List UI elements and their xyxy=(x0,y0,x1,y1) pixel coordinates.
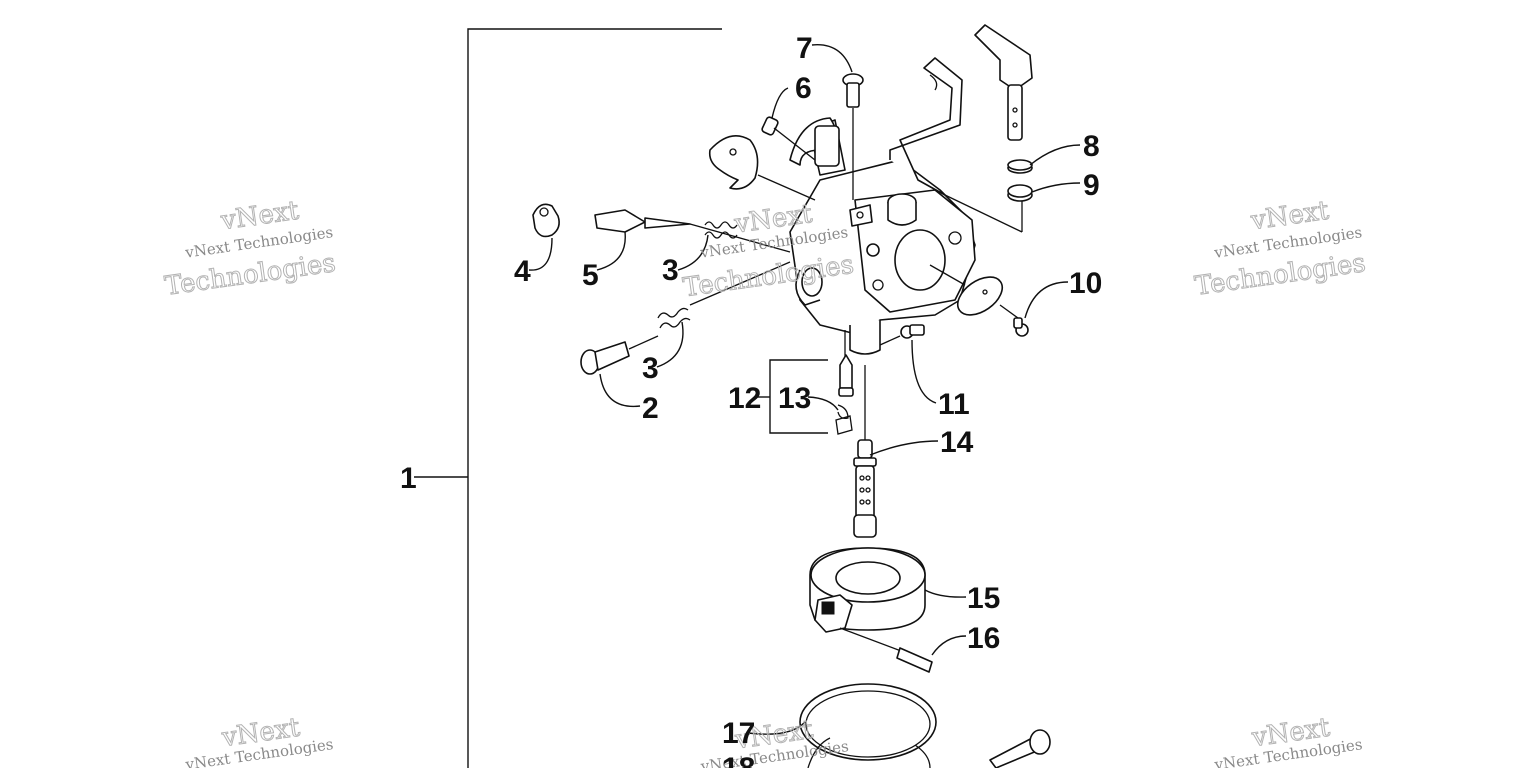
callout-14: 14 xyxy=(940,426,974,459)
leader-lines xyxy=(528,44,1081,735)
drain-screw xyxy=(989,729,1051,768)
needle-valve-13 xyxy=(835,330,854,435)
carburetor-body xyxy=(789,117,976,355)
callout-8: 8 xyxy=(1083,130,1100,163)
callout-12: 12 xyxy=(728,382,761,415)
seal-9 xyxy=(1007,184,1033,202)
callout-10: 10 xyxy=(1069,267,1102,300)
callout-15: 15 xyxy=(967,582,1000,615)
callout-5: 5 xyxy=(582,259,599,292)
watermark-right-top: vNext vNext Technologies Technologies xyxy=(1192,195,1368,302)
callout-3-lower: 3 xyxy=(642,352,659,385)
callout-17: 17 xyxy=(722,717,755,750)
emulsion-tube-14 xyxy=(853,365,877,538)
callout-13: 13 xyxy=(778,382,811,415)
callout-labels: 1 2 3 3 4 5 6 7 8 9 10 11 12 13 14 15 16… xyxy=(400,32,1102,768)
spring-3-lower xyxy=(657,261,791,329)
callout-16: 16 xyxy=(967,622,1000,655)
callout-3-upper: 3 xyxy=(662,254,679,287)
float-bowl-18 xyxy=(807,737,931,768)
callout-11: 11 xyxy=(938,388,970,421)
throttle-plate-10 xyxy=(929,264,1029,337)
float-bowl-gasket-17 xyxy=(799,683,937,761)
watermark-right-bottom: vNext vNext Technologies xyxy=(1212,712,1363,768)
watermark-left-top: vNext vNext Technologies Technologies xyxy=(162,195,338,302)
watermark-left-bottom: vNext vNext Technologies xyxy=(183,712,334,768)
adjuster-cap-4 xyxy=(532,203,560,238)
callout-4: 4 xyxy=(514,255,531,288)
seal-8 xyxy=(1007,159,1033,174)
callout-18: 18 xyxy=(722,752,755,768)
choke-plate xyxy=(708,116,816,201)
choke-shaft xyxy=(974,24,1033,141)
callout-9: 9 xyxy=(1083,169,1100,202)
callout-2: 2 xyxy=(642,392,659,425)
float-pin-16 xyxy=(839,627,933,673)
spring-3-upper xyxy=(704,221,738,239)
callout-6: 6 xyxy=(795,72,812,105)
callout-1: 1 xyxy=(400,462,417,495)
screw-2 xyxy=(580,335,659,375)
screw-11 xyxy=(879,324,925,346)
assembly-bracket xyxy=(414,28,722,768)
float-15 xyxy=(809,547,926,633)
kit-bracket-12 xyxy=(755,359,828,434)
screw-7 xyxy=(842,73,864,200)
mixture-needle-5 xyxy=(594,209,791,253)
callout-7: 7 xyxy=(796,32,813,65)
